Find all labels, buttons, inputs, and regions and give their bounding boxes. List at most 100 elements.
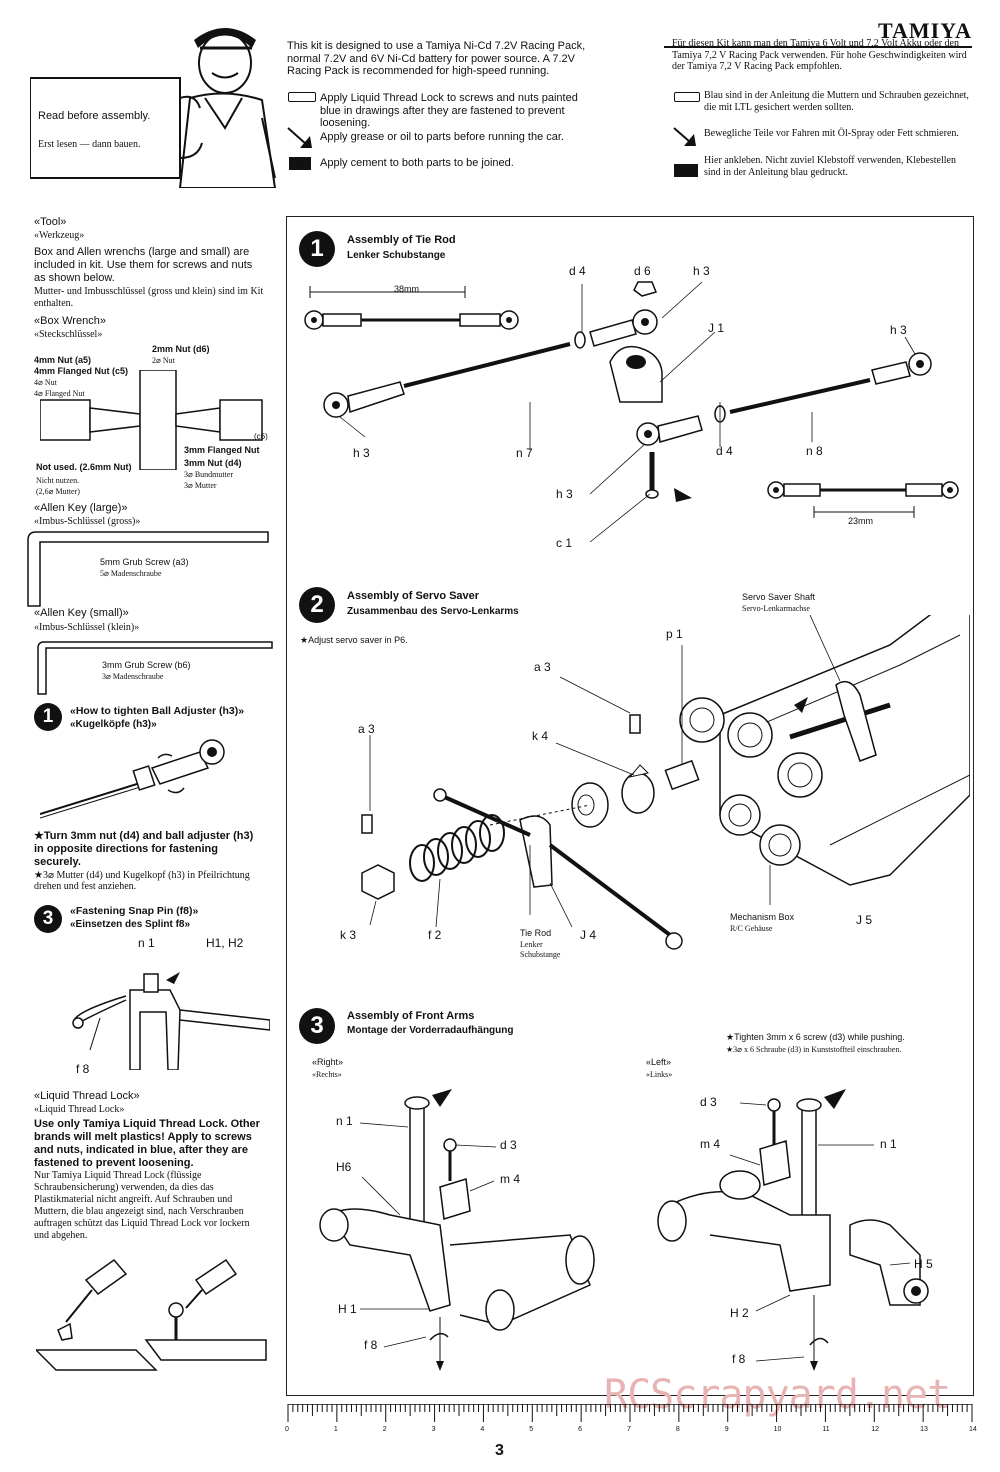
label-tie-rod: Tie Rod [520, 928, 552, 938]
label-n8: n 8 [806, 444, 823, 458]
step-1-len-23: 23mm [848, 516, 874, 526]
ball-adjuster-note: ★Turn 3mm nut (d4) and ball adjuster (h3… [34, 830, 254, 868]
grub-3mm-label: 3mm Grub Screw (b6) [102, 660, 191, 670]
ruler-label: 3 [431, 1426, 436, 1433]
label-mechanism-box-de: R/C Gehäuse [730, 924, 773, 933]
label-h3c: h 3 [353, 446, 370, 460]
thread-lock-note: Apply Liquid Thread Lock to screws and n… [320, 92, 578, 129]
label-p1: p 1 [666, 627, 683, 641]
label-h3b: h 3 [890, 323, 907, 337]
ruler-label: 0 [285, 1426, 289, 1433]
label-d3a: d 3 [500, 1138, 517, 1152]
allen-large-title-de: «Imbus-Schlüssel (gross)» [34, 516, 141, 527]
allen-small-title: «Allen Key (small)» [34, 607, 129, 619]
step-1-number: 1 [299, 231, 335, 267]
battery-note-de: Für diesen Kit kann man den Tamiya 6 Vol… [672, 38, 967, 72]
label-j4: J 4 [580, 928, 597, 942]
label-a3a: a 3 [534, 660, 551, 674]
step-1-diagram [304, 281, 959, 543]
ruler-label: 12 [871, 1426, 880, 1433]
step-2-note: ★Adjust servo saver in P6. [300, 635, 408, 645]
step-3-title: Assembly of Front Arms [347, 1010, 475, 1022]
label-f8b: f 8 [732, 1352, 746, 1366]
label-m4a: m 4 [500, 1172, 521, 1186]
label-h3a: h 3 [693, 264, 710, 278]
ruler-label: 7 [627, 1426, 631, 1433]
label-c1: c 1 [556, 536, 573, 550]
snap-step-number: 3 [34, 905, 62, 933]
ruler-label: 6 [578, 1426, 583, 1433]
thread-lock-icon [288, 92, 316, 102]
ruler-label: 10 [773, 1426, 782, 1433]
battery-note: This kit is designed to use a Tamiya Ni-… [287, 40, 586, 77]
tool-title: «Tool» [34, 216, 67, 228]
box-wrench-illustration [40, 370, 263, 470]
nut-3-bund-label-de: 3⌀ Bundmutter [184, 470, 234, 479]
label-tie-rod-de1: Lenker [520, 940, 543, 949]
label-j5: J 5 [856, 913, 873, 927]
label-h3d: h 3 [556, 487, 573, 501]
tool-text: Box and Allen wrenchs (large and small) … [34, 246, 253, 284]
label-f8a: f 8 [364, 1338, 378, 1352]
step-3-title-de: Montage der Vorderradaufhängung [347, 1025, 514, 1036]
snap-f8-label: f 8 [76, 1062, 90, 1076]
step-1-title-de: Lenker Schubstange [347, 250, 446, 261]
ball-adjuster-note-de: ★3⌀ Mutter (d4) und Kugelkopf (h3) in Pf… [34, 870, 250, 892]
grease-note: Apply grease or oil to parts before runn… [320, 131, 564, 143]
ltl-text-de: Nur Tamiya Liquid Thread Lock (flüssige … [34, 1170, 250, 1241]
label-n1b: n 1 [880, 1137, 897, 1151]
step-2-title-de: Zusammenbau des Servo-Lenkarms [347, 606, 519, 617]
allen-key-large-illustration [27, 531, 269, 607]
ltl-illustration [36, 1258, 267, 1371]
ball-adjuster-title-de: «Kugelköpfe (h3)» [70, 719, 157, 730]
tool-title-de: «Werkzeug» [34, 230, 85, 241]
mechanic-illustration [30, 28, 277, 188]
label-d3b: d 3 [700, 1095, 717, 1109]
read-before-assembly: Read before assembly. [38, 110, 151, 122]
label-h1: H 1 [338, 1302, 357, 1316]
step-1-len-38: 38mm [394, 284, 420, 294]
cement-note-de: Hier ankleben. Nicht zuviel Klebstoff ve… [704, 155, 956, 178]
label-h5: H 5 [914, 1257, 933, 1271]
ruler-label: 13 [920, 1426, 928, 1433]
ruler-label: 5 [529, 1426, 534, 1433]
not-used-label-de: Nicht nutzen. [36, 476, 80, 485]
grub-5mm-label: 5mm Grub Screw (a3) [100, 557, 189, 567]
label-d6: d 6 [634, 264, 651, 278]
box-wrench-title-de: «Steckschlüssel» [34, 329, 103, 340]
cement-icon [289, 157, 311, 170]
ball-step-number: 1 [34, 703, 62, 731]
ruler-label: 9 [724, 1426, 729, 1433]
label-n7: n 7 [516, 446, 533, 460]
label-k3: k 3 [340, 928, 357, 942]
not-used-label-de2: (2,6⌀ Mutter) [36, 487, 80, 496]
tool-text-de: Mutter- und Imbusschlüssel (gross und kl… [34, 286, 264, 309]
snap-pin-title: «Fastening Snap Pin (f8)» [70, 905, 199, 917]
ltl-text: Use only Tamiya Liquid Thread Lock. Othe… [34, 1118, 260, 1169]
step-3-note-de: ★3⌀ x 6 Schraube (d3) in Kunststoffteil … [726, 1045, 902, 1054]
ball-adjuster-illustration [40, 739, 225, 819]
thread-lock-icon-de [674, 92, 700, 102]
thread-lock-note-de: Blau sind in der Anleitung die Muttern u… [704, 90, 969, 113]
not-used-label: Not used. (2.6mm Nut) [36, 462, 132, 472]
step-1-title: Assembly of Tie Rod [347, 234, 456, 246]
ruler-label: 11 [822, 1426, 830, 1433]
label-d4a: d 4 [569, 264, 586, 278]
ruler-label: 1 [333, 1426, 338, 1433]
allen-small-title-de: «Imbus-Schlüssel (klein)» [34, 622, 140, 633]
label-servo-saver-shaft: Servo Saver Shaft [742, 592, 816, 602]
assembly-panel [286, 216, 974, 1396]
nut-2mm-label-de: 2⌀ Nut [152, 356, 175, 365]
nut-4-label-de: 4⌀ Nut [34, 378, 57, 387]
grub-5mm-label-de: 5⌀ Madenschraube [100, 569, 162, 578]
snap-h-label: H1, H2 [206, 936, 244, 950]
step-3-diagram [319, 1089, 929, 1371]
snap-pin-title-de: «Einsetzen des Splint f8» [70, 919, 191, 930]
ltl-title: «Liquid Thread Lock» [34, 1090, 140, 1102]
label-j1: J 1 [708, 321, 725, 335]
allen-large-title: «Allen Key (large)» [34, 502, 128, 514]
step-2-diagram [361, 615, 970, 950]
grease-note-de: Bewegliche Teile vor Fahren mit Öl-Spray… [704, 128, 959, 139]
cement-note: Apply cement to both parts to be joined. [320, 157, 514, 169]
label-k4: k 4 [532, 729, 549, 743]
